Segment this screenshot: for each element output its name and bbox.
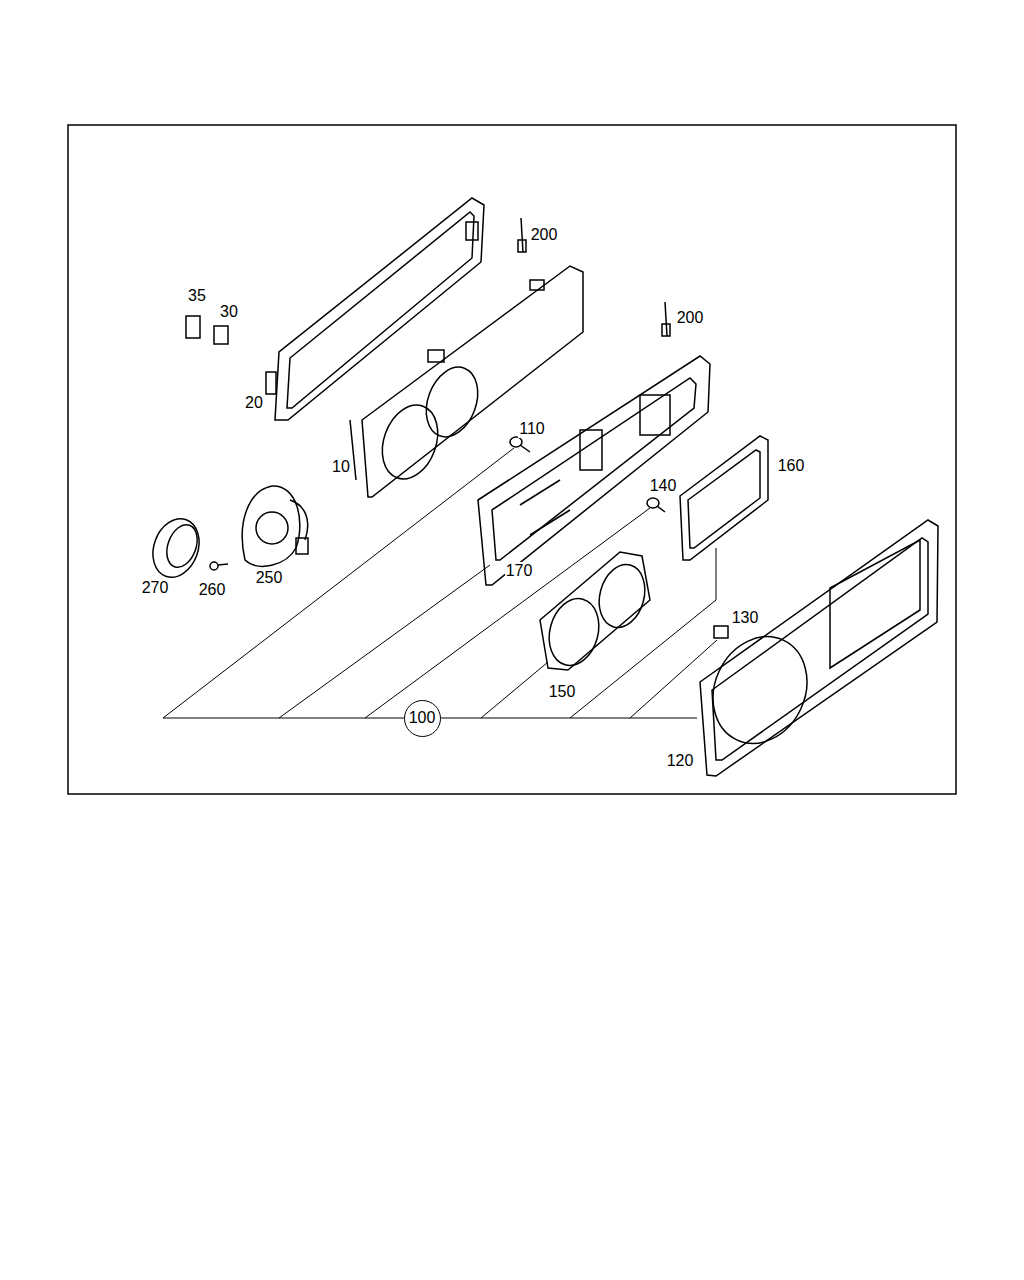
screw [210,562,228,570]
callout-number: 110 [518,420,546,438]
callout-number: 100 [409,710,436,726]
callout-number: 20 [244,394,264,412]
callout-number: 270 [141,579,170,597]
instrument-cluster [540,552,652,671]
callout-number: 170 [505,562,534,580]
display [680,436,768,560]
housing-bracket [478,356,710,585]
frame-border [68,125,956,794]
front-panel [350,266,583,497]
callout-number: 30 [219,303,239,321]
callout-number: 200 [676,309,705,327]
callout-number: 160 [777,457,806,475]
bezel-frame [266,198,484,420]
callout-number: 140 [649,477,678,495]
callout-number: 130 [731,609,760,627]
cluster-lens [696,520,938,776]
blower-fan [242,486,308,566]
callout-number: 250 [255,569,284,587]
screw [647,498,665,512]
seal-ring [145,512,207,583]
callout-number: 10 [331,458,351,476]
callout-circle: 100 [404,700,441,737]
clip [214,326,228,344]
callout-number: 260 [198,581,227,599]
clip [186,316,200,338]
screw [510,437,530,452]
callout-number: 150 [548,683,577,701]
rivet [518,218,670,336]
callout-number: 120 [666,752,695,770]
callout-number: 200 [530,226,559,244]
callout-number: 35 [187,287,207,305]
clip [714,626,728,638]
leader-lines [163,448,717,718]
